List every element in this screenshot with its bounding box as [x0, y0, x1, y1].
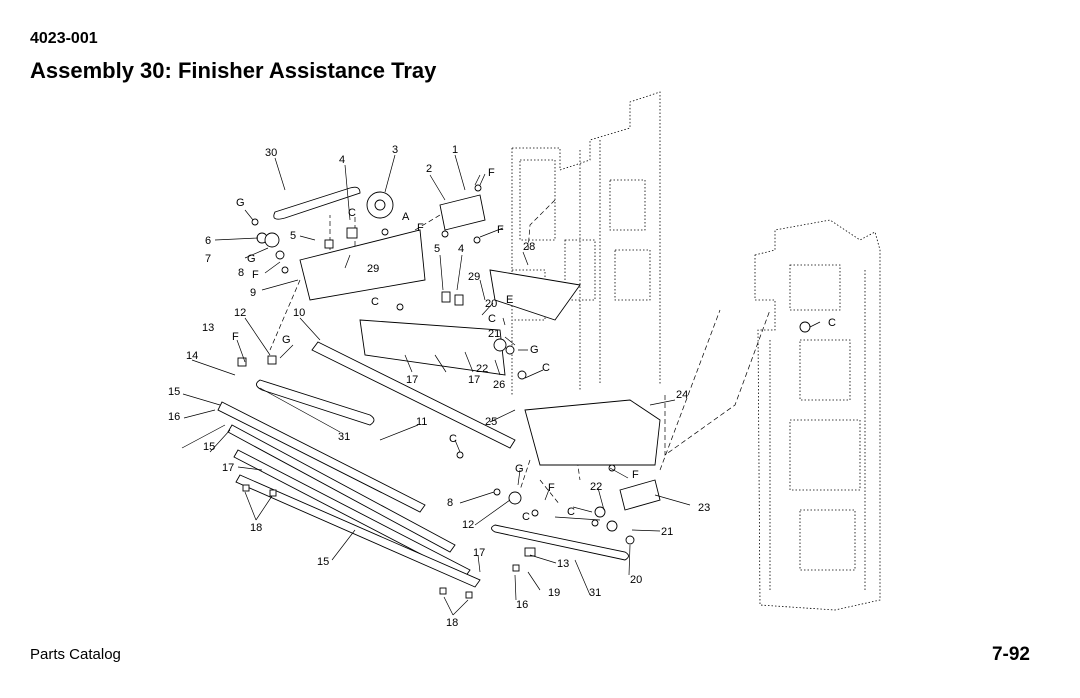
bracket-27 [489, 269, 581, 321]
callout: 3 [392, 144, 398, 156]
belt-31b [491, 524, 629, 561]
callout: C [522, 511, 530, 523]
callout-leaders [181, 154, 821, 616]
footer-catalog-label: Parts Catalog [30, 646, 121, 663]
callout: 18 [250, 522, 262, 534]
callout: F [548, 482, 555, 494]
callout: 24 [676, 389, 688, 401]
callout: 31 [338, 431, 350, 443]
callout: F [497, 224, 504, 236]
guide-15a [217, 401, 426, 513]
belt-30 [273, 186, 361, 220]
callout: 12 [462, 519, 474, 531]
callout: 9 [250, 287, 256, 299]
callout: A [402, 211, 410, 223]
callout: 21 [661, 526, 673, 538]
callout: 2 [426, 163, 432, 175]
callout: 1 [452, 144, 458, 156]
callout: 8 [238, 267, 244, 279]
callout: 5 [434, 243, 440, 255]
callout: 13 [557, 558, 569, 570]
callout: 12 [234, 307, 246, 319]
callout: 29 [367, 263, 379, 275]
callout: 4 [458, 243, 464, 255]
callout: C [542, 362, 550, 374]
callout: C [449, 433, 457, 445]
callout: G [515, 463, 524, 475]
callout: 28 [523, 241, 535, 253]
callout: 22 [476, 363, 488, 375]
callout: 31 [589, 587, 601, 599]
page-number: 7-92 [991, 644, 1030, 665]
callout: 16 [168, 411, 180, 423]
callout: 30 [265, 147, 277, 159]
guide-15d [235, 474, 481, 588]
callout: G [282, 334, 291, 346]
page-title: Assembly 30: Finisher Assistance Tray [30, 58, 437, 83]
callout: 16 [516, 599, 528, 611]
callout: 14 [186, 350, 198, 362]
callout: 20 [630, 574, 642, 586]
callout: E [506, 294, 513, 306]
callout: 29 [468, 271, 480, 283]
guide-15b [227, 424, 456, 553]
bracket-23 [619, 479, 661, 511]
callout: 10 [293, 307, 305, 319]
belt-31a [256, 379, 375, 426]
callout: C [371, 296, 379, 308]
callout: 17 [406, 374, 418, 386]
callout: 17 [222, 462, 234, 474]
rail-11 [311, 341, 516, 449]
callout: 19 [548, 587, 560, 599]
callout: 17 [468, 374, 480, 386]
callout: F [232, 331, 239, 343]
callout: 13 [202, 322, 214, 334]
main-frame-panel [511, 91, 661, 395]
bracket-9 [299, 229, 426, 301]
callout: 15 [203, 441, 215, 453]
bracket-2 [439, 194, 486, 231]
callout: C [567, 506, 575, 518]
bracket-24 [524, 399, 661, 466]
assembly-leader-lines [269, 199, 771, 506]
callout: G [530, 344, 539, 356]
callout: C [488, 313, 496, 325]
callout: 7 [205, 253, 211, 265]
callout: 15 [317, 556, 329, 568]
callout: C [828, 317, 836, 329]
callout: 8 [447, 497, 453, 509]
callout: F [252, 269, 259, 281]
callout: 15 [168, 386, 180, 398]
callout: F [488, 167, 495, 179]
callout: 20 [485, 298, 497, 310]
parts-drawing [217, 184, 811, 599]
callout: 18 [446, 617, 458, 629]
callout: 17 [473, 547, 485, 559]
callout: 4 [339, 154, 345, 166]
callout: 23 [698, 502, 710, 514]
callout: 6 [205, 235, 211, 247]
callout: 21 [488, 328, 500, 340]
callout: 26 [493, 379, 505, 391]
callout: 22 [590, 481, 602, 493]
callout: 5 [290, 230, 296, 242]
callout: C [348, 207, 356, 219]
document-code: 4023-001 [30, 30, 98, 47]
callout: G [236, 197, 245, 209]
callout: F [632, 469, 639, 481]
callout: 11 [416, 416, 427, 428]
callout-labels: 30 4 3 1 2 F G C A 6 5 F 7 G 8 F 9 29 5 … [168, 144, 836, 629]
callout: 25 [485, 416, 497, 428]
right-frame-panel [754, 219, 881, 611]
callout: F [417, 222, 424, 234]
callout: G [247, 253, 256, 265]
